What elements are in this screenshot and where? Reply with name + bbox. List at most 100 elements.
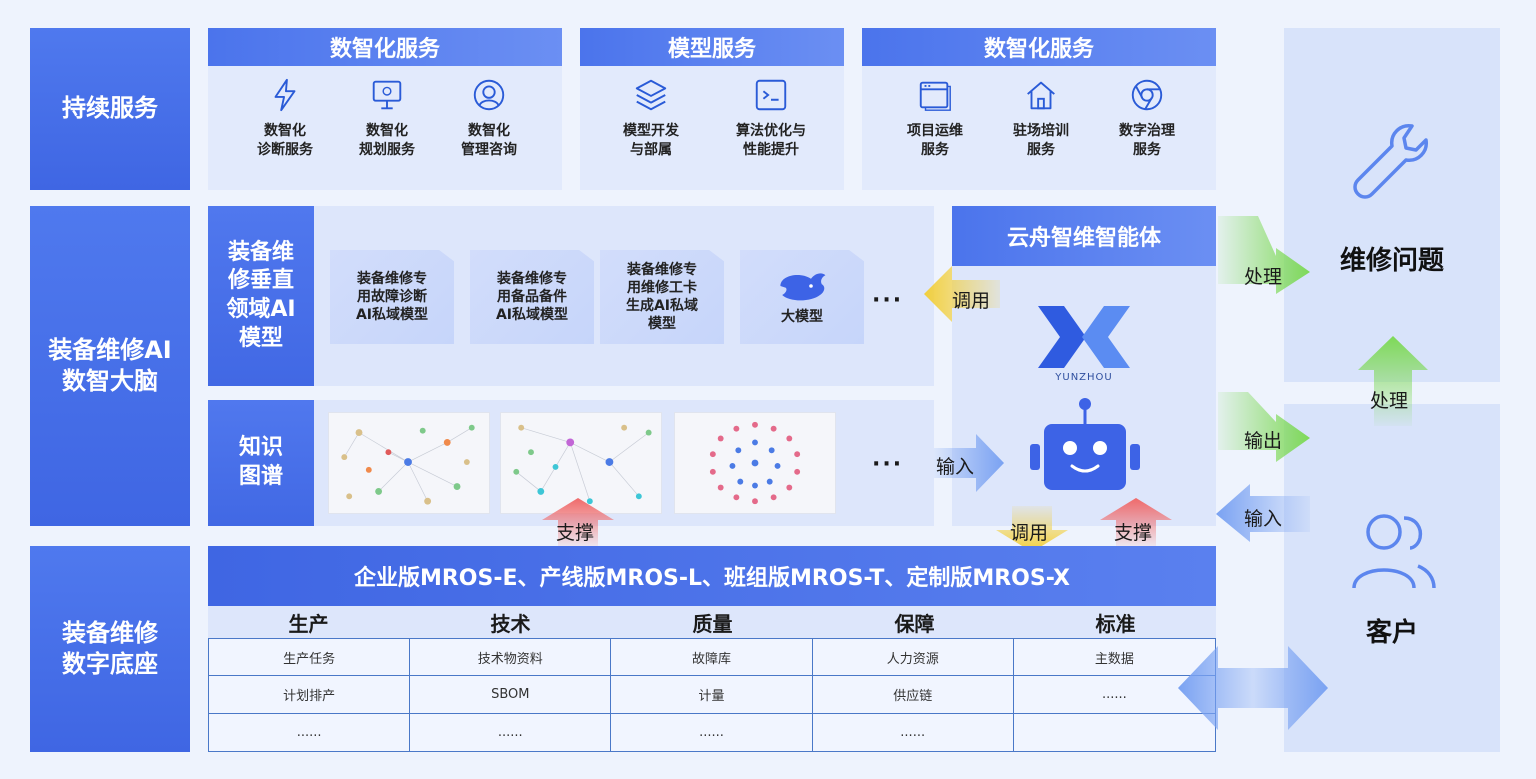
row-label-ai-brain-text: 装备维修AI 数智大脑 [48, 335, 172, 395]
service-panel-2: 模型服务 模型开发 与部属 算法优化与 性能提升 [580, 28, 844, 190]
ai-card-text: 装备维修专 用维修工卡 生成AI私域 模型 [625, 261, 699, 333]
table-cell[interactable]: 计划排产 [209, 676, 411, 714]
arrow-call-left [924, 266, 1000, 322]
arrow-input-left-label: 输入 [1244, 508, 1283, 530]
graph-network-icon [513, 424, 652, 505]
mros-col-quality: 质量 [692, 611, 733, 636]
arrow-input-agent [934, 434, 1004, 492]
arrow-bidirectional [1178, 646, 1328, 730]
service-item-label: 项目运维 服务 [907, 123, 963, 158]
service-item-consulting[interactable]: 数智化 管理咨询 [434, 76, 544, 176]
whale-icon [780, 273, 826, 301]
service-item-ops[interactable]: 项目运维 服务 [880, 76, 990, 176]
table-cell[interactable]: 人力资源 [812, 639, 1014, 677]
knowledge-graph-image-1 [328, 412, 490, 514]
arrow-call-left-label: 调用 [952, 290, 991, 312]
customer-label: 客户 [1365, 618, 1418, 648]
house-icon [1027, 81, 1055, 110]
arrow-input-agent-label: 输入 [936, 456, 975, 478]
arrow-input-left [1216, 484, 1310, 542]
mros-col-standard: 标准 [1095, 611, 1136, 636]
service-item-algo[interactable]: 算法优化与 性能提升 [716, 76, 826, 176]
graph-network-icon [709, 421, 801, 505]
row-label-continuous-text: 持续服务 [62, 94, 158, 123]
table-cell[interactable]: ...... [209, 713, 411, 751]
lightning-icon [274, 78, 296, 112]
vertical-ai-label: 装备维 修垂直 领域AI 模型 [208, 206, 314, 386]
knowledge-graph-image-3 [674, 412, 836, 514]
table-cell[interactable]: 供应链 [812, 676, 1014, 714]
service-item-label: 算法优化与 性能提升 [736, 123, 806, 158]
mros-col-technology: 技术 [490, 611, 531, 636]
table-cell[interactable]: 生产任务 [209, 639, 411, 677]
repair-problem-panel [1284, 28, 1500, 382]
arrow-support-kg [542, 498, 614, 546]
table-cell[interactable]: SBOM [410, 676, 612, 714]
service-item-training[interactable]: 驻场培训 服务 [986, 76, 1096, 176]
table-cell[interactable]: 故障库 [611, 639, 813, 677]
ai-cards-ellipsis: ··· [872, 288, 904, 313]
agent-title: 云舟智维智能体 [952, 206, 1216, 266]
service-item-label: 数智化 管理咨询 [461, 123, 517, 158]
table-cell[interactable]: ...... [611, 713, 813, 751]
yunzhou-logo-text: YUNZHOU [1055, 372, 1113, 383]
window-icon [919, 81, 951, 111]
users-icon [1352, 514, 1436, 589]
table-cell[interactable]: 技术物资料 [410, 639, 612, 677]
ai-card-text: 大模型 [781, 308, 823, 325]
row-label-digital-base-text: 装备维修 数字底座 [62, 618, 158, 678]
service-panel-3: 数智化服务 项目运维 服务 驻场培训 服务 数字治理 服务 [862, 28, 1216, 190]
arrow-call-down [996, 506, 1068, 552]
vertical-ai-label-text: 装备维 修垂直 领域AI 模型 [226, 239, 296, 351]
knowledge-graph-image-2 [500, 412, 662, 514]
row-label-ai-brain: 装备维修AI 数智大脑 [30, 206, 190, 526]
table-cell[interactable]: 主数据 [1013, 639, 1215, 677]
row-label-digital-base: 装备维修 数字底座 [30, 546, 190, 752]
service-item-model-dev[interactable]: 模型开发 与部属 [596, 76, 706, 176]
table-cell[interactable]: 计量 [611, 676, 813, 714]
service-item-planning[interactable]: 数智化 规划服务 [332, 76, 442, 176]
arrow-process-up [1358, 336, 1428, 426]
service-item-label: 数智化 诊断服务 [257, 123, 313, 158]
arrow-support-up [1100, 498, 1172, 546]
headset-icon [473, 79, 505, 111]
mros-col-support: 保障 [894, 611, 935, 636]
arrow-process-right [1218, 216, 1310, 294]
ai-card-big-model[interactable]: 大模型 [740, 250, 864, 344]
ai-card-text: 装备维修专 用备品备件 AI私域模型 [495, 270, 569, 324]
table-cell[interactable] [1013, 713, 1215, 751]
mros-col-production: 生产 [288, 611, 329, 636]
service-item-label: 数字治理 服务 [1119, 123, 1175, 158]
service-panel-2-title: 模型服务 [580, 28, 844, 66]
mros-banner: 企业版MROS-E、产线版MROS-L、班组版MROS-T、定制版MROS-X [208, 546, 1216, 606]
table-cell[interactable]: ...... [812, 713, 1014, 751]
service-panel-1-title: 数智化服务 [208, 28, 562, 66]
table-cell[interactable]: ...... [1013, 676, 1215, 714]
knowledge-graph-label-text: 知识 图谱 [238, 435, 283, 489]
service-item-governance[interactable]: 数字治理 服务 [1092, 76, 1202, 176]
arrow-call-down-label: 调用 [1010, 522, 1049, 544]
arrow-output-right-label: 输出 [1244, 430, 1283, 452]
repair-problem-label: 维修问题 [1339, 246, 1444, 276]
ai-card-spare-parts[interactable]: 装备维修专 用备品备件 AI私域模型 [470, 250, 594, 344]
knowledge-graph-ellipsis: ··· [872, 452, 904, 477]
knowledge-graph-label: 知识 图谱 [208, 400, 314, 526]
arrow-process-up-label: 处理 [1370, 390, 1409, 412]
table-cell[interactable]: ...... [410, 713, 612, 751]
service-item-label: 数智化 规划服务 [359, 123, 415, 158]
arrow-output-right [1218, 392, 1310, 462]
graph-network-icon [341, 424, 475, 505]
ai-card-fault-diagnosis[interactable]: 装备维修专 用故障诊断 AI私域模型 [330, 250, 454, 344]
service-item-diagnosis[interactable]: 数智化 诊断服务 [230, 76, 340, 176]
arrow-process-right-label: 处理 [1244, 266, 1283, 288]
service-item-label: 模型开发 与部属 [623, 123, 679, 158]
ai-card-work-card[interactable]: 装备维修专 用维修工卡 生成AI私域 模型 [600, 250, 724, 344]
mros-table: 生产任务 技术物资料 故障库 人力资源 主数据 计划排产 SBOM 计量 供应链… [208, 638, 1216, 752]
yunzhou-logo-icon [1038, 306, 1130, 368]
chrome-icon [1131, 79, 1163, 111]
wrench-icon [1353, 124, 1428, 199]
layers-icon [635, 79, 667, 111]
ai-card-text: 装备维修专 用故障诊断 AI私域模型 [355, 270, 429, 324]
robot-icon [1030, 398, 1140, 490]
monitor-icon [372, 80, 402, 110]
